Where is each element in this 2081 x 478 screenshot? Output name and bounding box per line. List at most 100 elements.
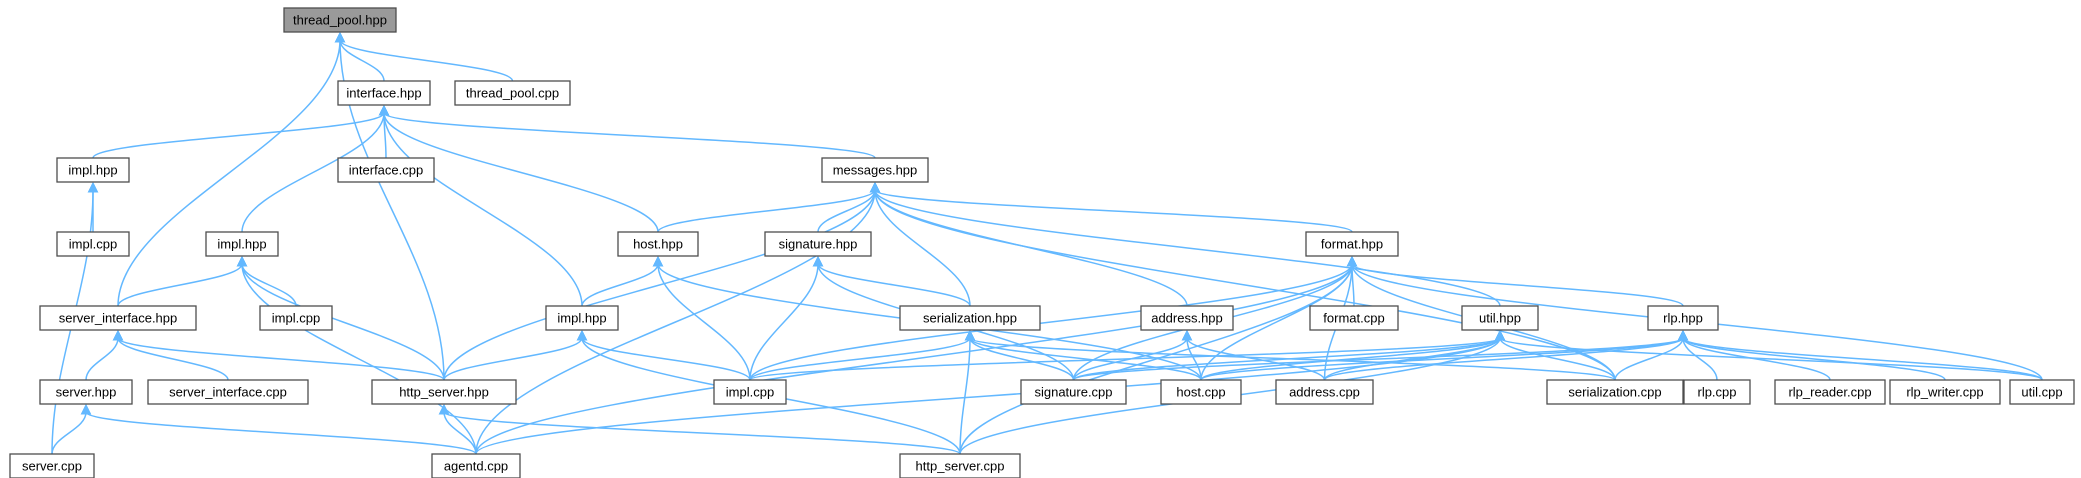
node-label: address.cpp — [1289, 385, 1360, 400]
node-host-hpp[interactable]: host.hpp — [617, 231, 699, 257]
edge-n-server-hpp-to-n-agentd-cpp — [80, 403, 477, 455]
node-server-cpp[interactable]: server.cpp — [9, 453, 95, 478]
node-label: server.cpp — [22, 459, 82, 474]
node-server-interface-cpp[interactable]: server_interface.cpp — [147, 379, 309, 405]
node-impl-cpp[interactable]: impl.cpp — [259, 305, 333, 331]
node-address-hpp[interactable]: address.hpp — [1140, 305, 1234, 331]
node-label: serialization.cpp — [1568, 385, 1661, 400]
node-impl-hpp[interactable]: impl.hpp — [545, 305, 619, 331]
edge-n-host-hpp-to-n-impl-cpp-c — [652, 255, 751, 381]
node-host-cpp[interactable]: host.cpp — [1160, 379, 1242, 405]
node-box — [1647, 305, 1719, 331]
edge-n-impl-hpp-b-to-n-agentd-cpp — [236, 255, 477, 455]
node-format-hpp[interactable]: format.hpp — [1305, 231, 1399, 257]
node-box — [2009, 379, 2075, 405]
node-signature-hpp[interactable]: signature.hpp — [764, 231, 872, 257]
node-label: thread_pool.cpp — [466, 86, 559, 101]
node-serialization-cpp[interactable]: serialization.cpp — [1546, 379, 1684, 405]
node-box — [545, 305, 619, 331]
node-box — [39, 305, 197, 331]
node-rlp-reader-cpp[interactable]: rlp_reader.cpp — [1774, 379, 1886, 405]
edge-n-http-server-hpp-to-n-http-server-cpp — [438, 403, 961, 455]
node-label: http_server.cpp — [916, 459, 1005, 474]
edge-n-signature-hpp-to-n-serialization-hpp — [812, 255, 971, 307]
node-rlp-writer-cpp[interactable]: rlp_writer.cpp — [1889, 379, 2001, 405]
node-server-hpp[interactable]: server.hpp — [39, 379, 133, 405]
node-label: rlp_reader.cpp — [1788, 385, 1871, 400]
node-interface-hpp[interactable]: interface.hpp — [337, 80, 431, 106]
edge-n-format-hpp-to-n-http-server-cpp — [959, 255, 1358, 455]
node-box — [899, 305, 1041, 331]
node-signature-cpp[interactable]: signature.cpp — [1020, 379, 1127, 405]
node-label: impl.hpp — [68, 163, 117, 178]
edge-n-rlp-hpp-to-n-util-cpp — [1677, 329, 2043, 381]
node-http-server-hpp[interactable]: http_server.hpp — [371, 379, 517, 405]
node-label: util.hpp — [1479, 311, 1521, 326]
node-label: thread_pool.hpp — [293, 13, 387, 28]
node-label: server.hpp — [56, 385, 117, 400]
node-interface-cpp[interactable]: interface.cpp — [337, 157, 435, 183]
edge-n-host-hpp-to-n-impl-hpp-c — [581, 255, 664, 307]
node-label: impl.cpp — [272, 311, 320, 326]
node-impl-cpp[interactable]: impl.cpp — [56, 231, 130, 257]
node-label: signature.cpp — [1034, 385, 1112, 400]
node-thread-pool-hpp[interactable]: thread_pool.hpp — [283, 7, 397, 33]
node-box — [147, 379, 309, 405]
node-label: format.hpp — [1321, 237, 1383, 252]
node-http-server-cpp[interactable]: http_server.cpp — [899, 453, 1021, 478]
node-label: messages.hpp — [833, 163, 918, 178]
node-label: format.cpp — [1323, 311, 1384, 326]
edge-n-interface-hpp-to-n-impl-hpp-c — [378, 104, 583, 307]
edge-n-messages-hpp-to-n-format-hpp — [869, 181, 1353, 233]
node-box — [454, 80, 571, 106]
node-label: signature.hpp — [779, 237, 858, 252]
node-label: interface.hpp — [346, 86, 421, 101]
edge-n-messages-hpp-to-n-host-hpp — [657, 181, 881, 233]
node-box — [899, 453, 1021, 478]
node-util-cpp[interactable]: util.cpp — [2009, 379, 2075, 405]
node-label: host.hpp — [633, 237, 683, 252]
edge-n-messages-hpp-to-n-serialization-cpp — [869, 181, 1616, 381]
node-box — [617, 231, 699, 257]
edge-n-impl-hpp-c-to-n-http-server-hpp — [443, 329, 588, 381]
node-box — [1305, 231, 1399, 257]
node-box — [713, 379, 787, 405]
node-util-hpp[interactable]: util.hpp — [1461, 305, 1539, 331]
node-box — [56, 231, 130, 257]
edge-n-serialization-hpp-to-n-http-server-cpp — [959, 329, 976, 455]
node-label: agentd.cpp — [444, 459, 508, 474]
node-rlp-hpp[interactable]: rlp.hpp — [1647, 305, 1719, 331]
node-impl-hpp[interactable]: impl.hpp — [205, 231, 279, 257]
edge-n-server-interface-hpp-to-n-server-interface-cpp — [112, 329, 229, 381]
node-box — [821, 157, 929, 183]
node-box — [283, 7, 397, 33]
node-box — [1275, 379, 1374, 405]
node-server-interface-hpp[interactable]: server_interface.hpp — [39, 305, 197, 331]
node-label: impl.hpp — [557, 311, 606, 326]
node-label: address.hpp — [1151, 311, 1223, 326]
node-box — [1774, 379, 1886, 405]
node-thread-pool-cpp[interactable]: thread_pool.cpp — [454, 80, 571, 106]
node-label: serialization.hpp — [923, 311, 1017, 326]
node-box — [1160, 379, 1242, 405]
node-agentd-cpp[interactable]: agentd.cpp — [431, 453, 521, 478]
node-messages-hpp[interactable]: messages.hpp — [821, 157, 929, 183]
node-serialization-hpp[interactable]: serialization.hpp — [899, 305, 1041, 331]
node-rlp-cpp[interactable]: rlp.cpp — [1683, 379, 1751, 405]
node-box — [337, 80, 431, 106]
node-label: rlp.cpp — [1697, 385, 1736, 400]
edge-n-thread-pool-hpp-to-n-thread-pool-cpp — [334, 31, 514, 82]
node-box — [371, 379, 517, 405]
node-address-cpp[interactable]: address.cpp — [1275, 379, 1374, 405]
node-label: interface.cpp — [349, 163, 423, 178]
file-nodes: thread_pool.hpp interface.hpp thread_pool.… — [9, 7, 2075, 478]
node-box — [1020, 379, 1127, 405]
node-impl-hpp[interactable]: impl.hpp — [56, 157, 130, 183]
node-format-cpp[interactable]: format.cpp — [1309, 305, 1399, 331]
node-box — [1140, 305, 1234, 331]
node-impl-cpp[interactable]: impl.cpp — [713, 379, 787, 405]
node-label: rlp.hpp — [1663, 311, 1703, 326]
node-box — [1546, 379, 1684, 405]
node-label: server_interface.cpp — [169, 385, 287, 400]
